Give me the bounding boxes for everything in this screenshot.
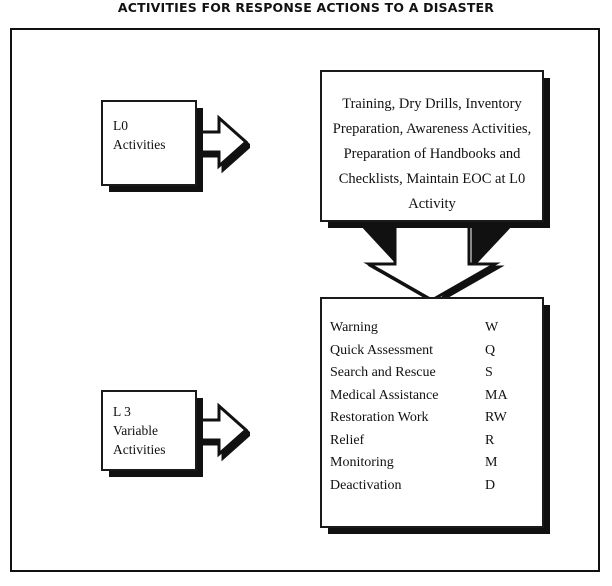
process-line-4: Checklists, Maintain EOC at L0 <box>338 171 526 187</box>
activity-abbreviation: RW <box>485 410 507 425</box>
activity-row: Warning W <box>330 317 536 340</box>
level-box-l0-text: L0 Activities <box>113 116 166 154</box>
activities-list: Warning W Quick Assessment Q Search and … <box>330 317 536 497</box>
process-line-5: Activity <box>408 196 456 212</box>
activity-row: Monitoring M <box>330 452 536 475</box>
page-title: ACTIVITIES FOR RESPONSE ACTIONS TO A DIS… <box>117 0 495 15</box>
activity-label: Relief <box>330 432 365 448</box>
level-box-l3: L 3 Variable Activities <box>101 390 197 471</box>
activity-row: Search and Rescue S <box>330 362 536 385</box>
level-box-l0-line-1: L0 <box>113 118 128 133</box>
activity-row: Deactivation D <box>330 475 536 498</box>
activity-abbreviation: W <box>485 320 499 335</box>
activity-row: Medical Assistance MA <box>330 385 536 408</box>
process-line-2: Preparation, Awareness Activities, <box>332 121 532 137</box>
activity-label: Restoration Work <box>330 410 429 425</box>
activity-abbreviation: R <box>485 432 495 448</box>
arrow-right-l0-icon <box>189 114 250 174</box>
activity-abbreviation: MA <box>485 387 508 403</box>
activities-box: Warning W Quick Assessment Q Search and … <box>320 297 544 528</box>
activity-label: Warning <box>330 320 378 335</box>
level-box-l3-line-3: Activities <box>113 442 166 457</box>
arrow-down-icon <box>358 216 510 302</box>
process-box-text: Training, Dry Drills, Inventory Preparat… <box>330 92 534 217</box>
activity-label: Deactivation <box>330 477 402 493</box>
level-box-l3-line-2: Variable <box>113 423 158 438</box>
activity-label: Monitoring <box>330 455 394 470</box>
activity-label: Medical Assistance <box>330 387 439 403</box>
activity-abbreviation: Q <box>485 342 496 358</box>
level-box-l3-line-1: L 3 <box>113 404 131 419</box>
activity-row: Relief R <box>330 430 536 453</box>
activity-abbreviation: M <box>485 455 498 470</box>
activity-row: Quick Assessment Q <box>330 340 536 363</box>
process-box: Training, Dry Drills, Inventory Preparat… <box>320 70 544 222</box>
process-line-3: Preparation of Handbooks and <box>343 146 521 162</box>
level-box-l0: L0 Activities <box>101 100 197 186</box>
level-box-l3-text: L 3 Variable Activities <box>113 402 166 459</box>
level-box-l0-line-2: Activities <box>113 137 166 152</box>
activity-label: Search and Rescue <box>330 365 436 380</box>
arrow-right-l3-icon <box>189 402 250 462</box>
process-line-1: Training, Dry Drills, Inventory <box>342 96 522 112</box>
activity-label: Quick Assessment <box>330 342 434 358</box>
activity-row: Restoration Work RW <box>330 407 536 430</box>
activity-abbreviation: D <box>485 477 496 493</box>
activity-abbreviation: S <box>485 365 493 380</box>
